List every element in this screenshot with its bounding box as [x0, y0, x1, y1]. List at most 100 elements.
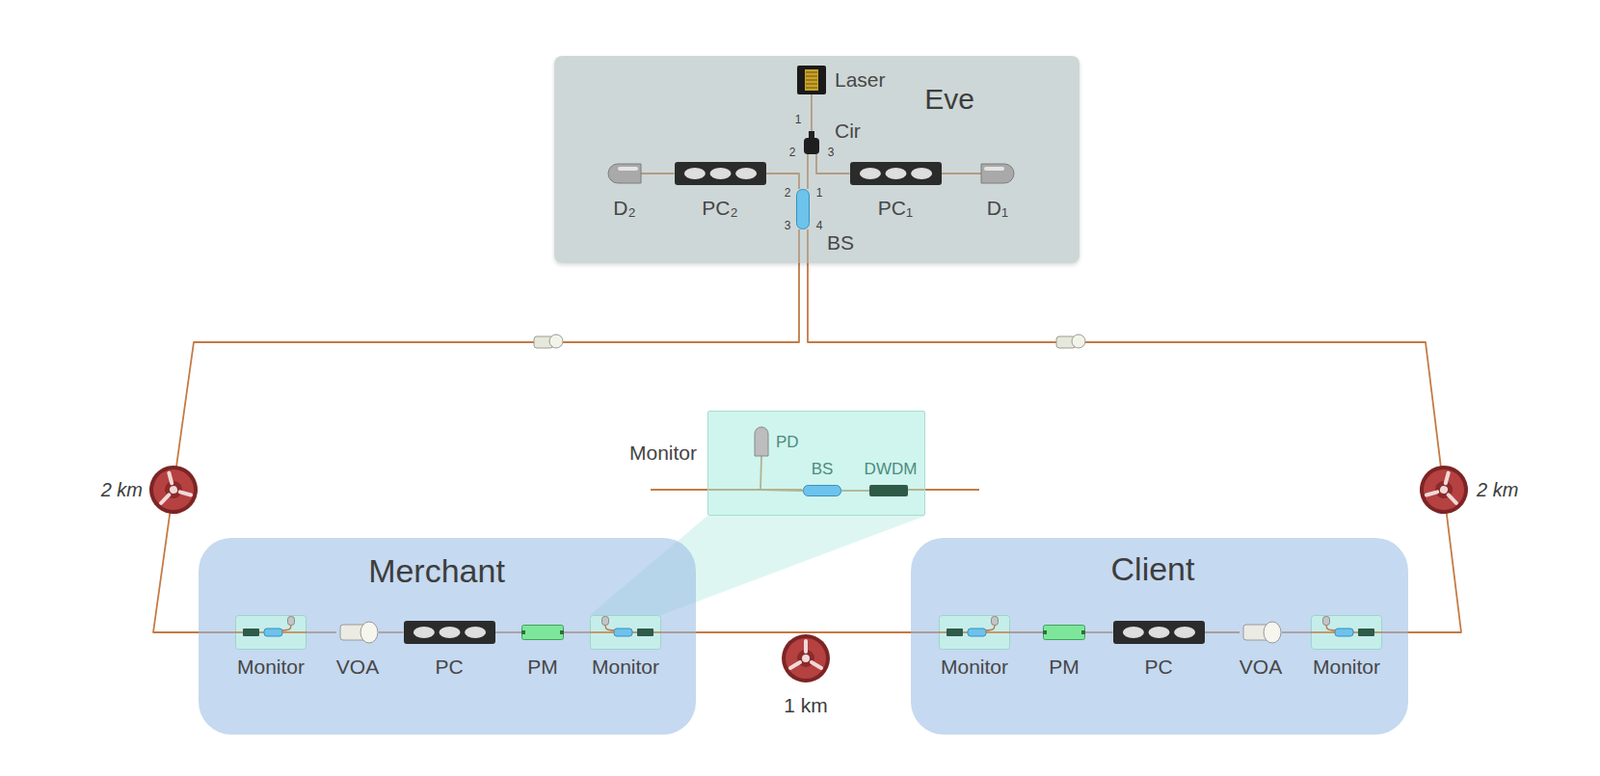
- controller-body: [1113, 620, 1205, 644]
- icon-body: [797, 65, 827, 95]
- component-label: Monitor: [591, 655, 660, 678]
- component-label: Monitor: [1312, 655, 1381, 678]
- icon-body: [589, 615, 662, 650]
- port-number: 1: [795, 113, 802, 127]
- icon-body: [754, 426, 769, 456]
- component-label: PC: [434, 655, 463, 678]
- port-number: 2: [789, 146, 797, 160]
- fiber-spool: [1413, 459, 1473, 519]
- component-label: PD: [775, 433, 800, 453]
- controller-paddle: [709, 167, 731, 180]
- beam-splitter-icon: [796, 188, 810, 230]
- fiber-length: 2 km: [101, 479, 143, 501]
- component-label: BS: [826, 231, 854, 254]
- icon-body: [1113, 620, 1205, 644]
- polarization-controller-icon: [850, 161, 942, 186]
- phase-modulator: PM: [1042, 624, 1086, 640]
- monitor-splitter: [613, 628, 633, 637]
- beam-splitter: BS: [796, 188, 810, 230]
- component-label: PC₁: [878, 196, 913, 219]
- laser-pin: [805, 80, 818, 81]
- component-label: PM: [527, 655, 559, 678]
- splitter-body: [797, 189, 810, 230]
- monitor-parts: [235, 616, 307, 638]
- component-label: PC: [1144, 655, 1173, 678]
- monitor-parts: [1310, 616, 1383, 638]
- controller-paddle: [1121, 626, 1144, 639]
- detector-shape: [608, 163, 641, 184]
- icon-body: [1310, 615, 1383, 650]
- component-label: VOA: [336, 655, 379, 678]
- icon-body: [1243, 621, 1281, 643]
- photodiode: PD: [754, 426, 769, 456]
- variable-attenuator-icon: [336, 620, 379, 644]
- monitor-module: Monitor: [235, 614, 307, 650]
- monitor-module-icon: [589, 614, 662, 650]
- port-number: 3: [784, 219, 792, 233]
- beam-splitter: BS: [802, 484, 842, 497]
- monitor-module: Monitor: [1310, 614, 1383, 650]
- modulator-end: [1042, 630, 1047, 635]
- laser-pin: [805, 83, 818, 85]
- splitter-body: [803, 485, 842, 497]
- controller-paddle: [910, 167, 933, 180]
- controller-paddle: [1147, 626, 1170, 639]
- component-label: D₂: [613, 196, 636, 219]
- panel-title: Client: [1111, 551, 1196, 587]
- monitor-photodiode: [602, 616, 610, 626]
- component-label: PM: [1048, 655, 1080, 678]
- modulator-end: [521, 630, 526, 635]
- modulator-body: [1043, 625, 1086, 640]
- controller-body: [850, 161, 942, 186]
- component-label: Laser: [834, 68, 886, 91]
- monitor-module-icon: [235, 614, 307, 650]
- phase-modulator: PM: [521, 624, 564, 640]
- detector-highlight: [984, 166, 1005, 171]
- photodiode-body: [754, 426, 769, 456]
- controller-body: [674, 161, 767, 186]
- photodiode-icon: [754, 426, 769, 456]
- detector-shape: [981, 163, 1014, 184]
- icon-body: [521, 625, 564, 640]
- polarization-controller-icon: [674, 161, 767, 186]
- laser-pin: [805, 76, 818, 78]
- controller-paddle: [412, 626, 434, 639]
- panel-title: Merchant: [368, 553, 506, 589]
- detector-icon: [981, 163, 1014, 184]
- port-number: 4: [816, 219, 824, 233]
- laser-icon: [797, 65, 827, 95]
- detector-icon: [608, 163, 641, 184]
- icon-body: [981, 163, 1014, 184]
- component-label: BS: [811, 460, 834, 480]
- phase-modulator-icon: [1042, 624, 1086, 640]
- monitor-splitter: [1334, 628, 1354, 637]
- dwdm-filter-icon: [869, 484, 908, 497]
- modulator-end: [560, 630, 564, 635]
- circulator-icon: [801, 131, 822, 155]
- monitor-parts: [938, 616, 1011, 638]
- monitor-dwdm: [946, 628, 963, 637]
- monitor-case: [590, 615, 662, 650]
- attenuator-knob: [1263, 621, 1281, 643]
- controller-body: [403, 620, 496, 644]
- laser-chip: [804, 69, 819, 91]
- controller-paddle: [438, 626, 460, 639]
- monitor-case: [939, 615, 1011, 650]
- icon-body: [674, 161, 767, 186]
- fiber-connector: [1056, 334, 1086, 348]
- monitor-parts: [589, 616, 662, 638]
- controller-paddle: [683, 167, 705, 180]
- component-label: Cir: [834, 119, 861, 142]
- controller-paddle: [735, 167, 757, 180]
- icon-body: [803, 485, 842, 497]
- polarization-controller: PC₁: [850, 161, 942, 186]
- port-number: 2: [784, 186, 792, 200]
- polarization-controller: PC₂: [674, 161, 767, 186]
- monitor-splitter: [967, 628, 987, 637]
- attenuator-knob: [360, 621, 378, 643]
- monitor-case: [1311, 615, 1383, 650]
- laser-pin: [805, 87, 818, 89]
- circulator: Cir: [801, 131, 822, 155]
- component-label: Monitor: [940, 655, 1009, 678]
- icon-body: [1042, 625, 1086, 640]
